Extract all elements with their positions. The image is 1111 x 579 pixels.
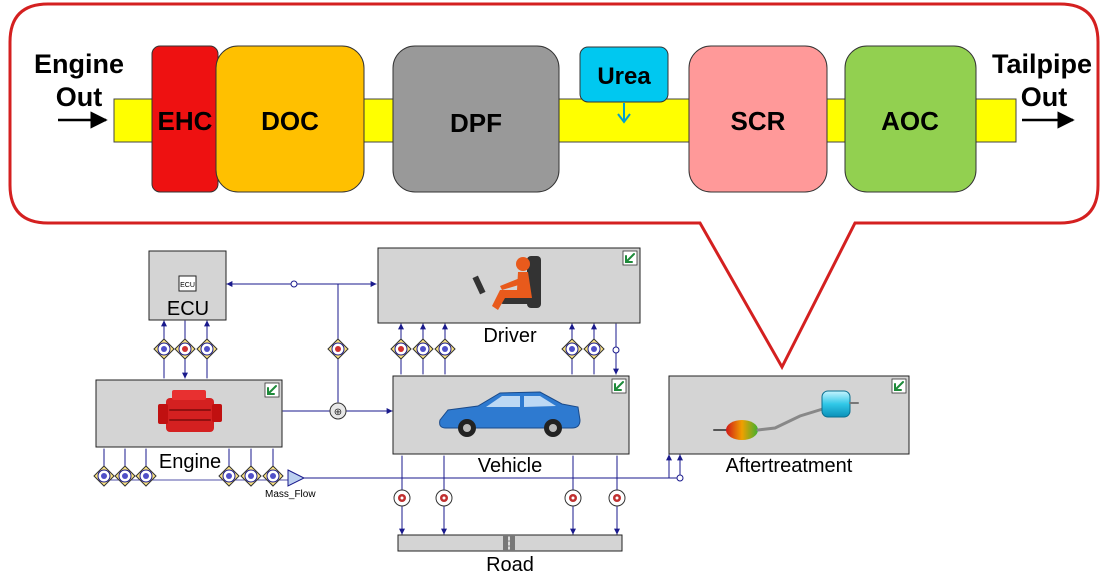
engine-label: Engine: [159, 451, 221, 473]
engine-out-label-2: Out: [56, 82, 103, 112]
sensor-diamond-icon[interactable]: [561, 338, 583, 360]
urea-block: [579, 46, 669, 103]
sensor-diamond-icon[interactable]: [262, 465, 284, 487]
mass-flow-block[interactable]: Mass_Flow: [265, 469, 316, 500]
vehicle-label: Vehicle: [478, 455, 543, 477]
sensor-diamond-icon[interactable]: [327, 338, 349, 360]
vehicle-block[interactable]: Vehicle: [392, 375, 630, 477]
mass-flow-label: Mass_Flow: [265, 489, 316, 500]
road-block[interactable]: Road: [397, 534, 623, 576]
aoc-block: [844, 45, 977, 193]
sensor-diamond-icon[interactable]: [583, 338, 605, 360]
sensor-diamond-icon[interactable]: [114, 465, 136, 487]
sensor-diamond-icon[interactable]: [434, 338, 456, 360]
engine-block-icon: [158, 390, 222, 432]
dpf-label: DPF: [450, 108, 502, 138]
ehc-label: EHC: [158, 106, 213, 136]
wheel-sensor-icon[interactable]: [393, 489, 411, 507]
ecu-label: ECU: [167, 298, 209, 320]
sedan-car-icon: [439, 391, 581, 437]
sensor-diamond-icon[interactable]: [412, 338, 434, 360]
sensor-diamond-icon[interactable]: [240, 465, 262, 487]
engine-out-label: Engine: [34, 49, 124, 79]
tailpipe-out-label: Tailpipe: [992, 49, 1092, 79]
sensor-diamond-icon[interactable]: [218, 465, 240, 487]
svg-text:ECU: ECU: [180, 282, 195, 289]
dpf-block: [392, 45, 560, 193]
scr-label: SCR: [731, 106, 786, 136]
wheel-sensor-icon[interactable]: [435, 489, 453, 507]
aoc-label: AOC: [881, 106, 939, 136]
aftertreatment-block[interactable]: Aftertreatment: [668, 375, 910, 477]
seated-driver-icon: [472, 256, 541, 310]
sensor-diamond-icon[interactable]: [390, 338, 412, 360]
tailpipe-out-label-2: Out: [1021, 82, 1068, 112]
junction-node: [612, 346, 620, 354]
driver-block[interactable]: Driver: [377, 247, 641, 347]
road-strip-icon: [503, 535, 515, 551]
junction-node: [290, 280, 298, 288]
sensor-diamond-icon[interactable]: [93, 465, 115, 487]
aftertreatment-label: Aftertreatment: [726, 455, 853, 477]
wheel-sensor-icon[interactable]: [608, 489, 626, 507]
corner-badge-icon[interactable]: [611, 378, 627, 394]
driver-label: Driver: [483, 325, 537, 347]
ecu-chip-icon: ECU: [178, 275, 197, 292]
svg-text:⊕: ⊕: [334, 407, 342, 418]
ecu-block[interactable]: ECU ECU: [148, 250, 227, 321]
doc-block: [215, 45, 365, 193]
corner-badge-icon[interactable]: [264, 382, 280, 398]
sensor-diamond-icon[interactable]: [153, 338, 175, 360]
scr-block: [688, 45, 828, 193]
urea-arrow-head: [617, 113, 631, 124]
urea-label: Urea: [597, 63, 651, 90]
system-model: ECU ECU Driver: [93, 247, 910, 576]
doc-label: DOC: [261, 106, 319, 136]
exhaust-system-icon: [713, 390, 859, 440]
engine-block[interactable]: Engine: [95, 379, 283, 473]
road-label: Road: [486, 554, 534, 576]
aftertreatment-callout: Engine Out Tailpipe Out EHC DOC DPF Urea…: [8, 2, 1100, 371]
corner-badge-icon[interactable]: [622, 250, 638, 266]
wheel-sensor-icon[interactable]: [564, 489, 582, 507]
sensor-diamond-icon[interactable]: [174, 338, 196, 360]
junction-node: [676, 474, 684, 482]
sum-junction[interactable]: ⊕: [329, 402, 347, 420]
sensor-diamond-icon[interactable]: [196, 338, 218, 360]
corner-badge-icon[interactable]: [891, 378, 907, 394]
sensor-diamond-icon[interactable]: [135, 465, 157, 487]
